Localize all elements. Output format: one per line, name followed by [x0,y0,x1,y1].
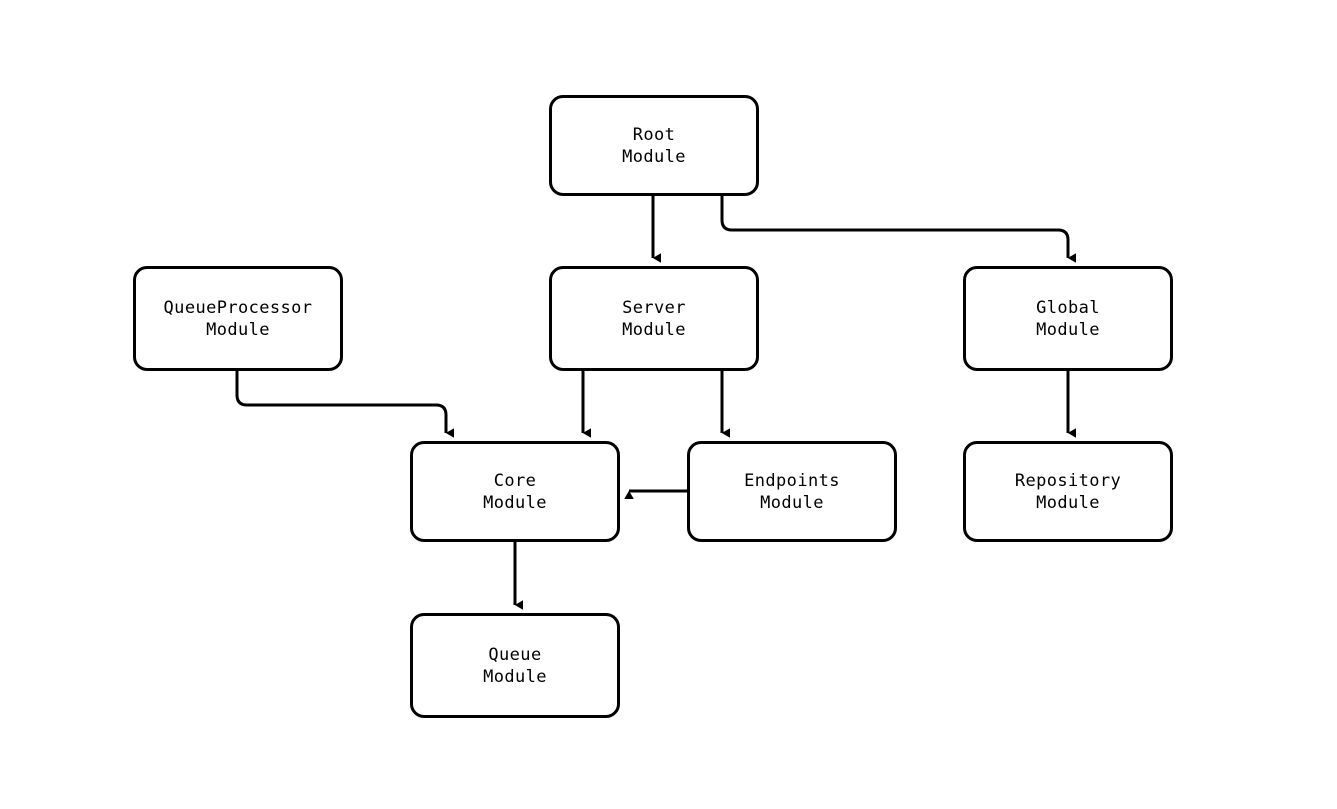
node-label-primary: Root [632,124,676,145]
node-label-secondary: Module [622,319,686,340]
node-label-secondary: Module [483,492,547,513]
node-label-primary: Endpoints [744,470,840,491]
node-label-secondary: Module [622,146,686,167]
edge-queueprocessor-to-core [235,371,454,438]
edge-root-to-global [720,196,1076,263]
node-label-primary: QueueProcessor [163,297,313,318]
node-label-secondary: Module [760,492,824,513]
node-label-primary: Queue [488,644,542,665]
node-label-secondary: Module [483,666,547,687]
node-label-primary: Core [493,470,537,491]
node-label-primary: Server [622,297,686,318]
node-label-primary: Global [1036,297,1100,318]
node-label-primary: Repository [1014,470,1122,491]
node-label-secondary: Module [206,319,270,340]
node-label-secondary: Module [1036,492,1100,513]
node-label-secondary: Module [1036,319,1100,340]
